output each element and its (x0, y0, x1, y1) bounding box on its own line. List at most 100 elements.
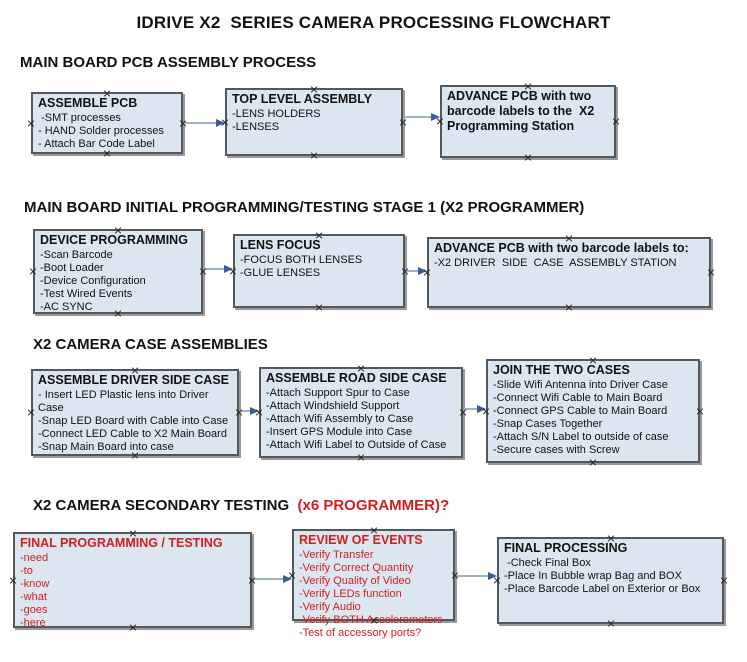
connection-handle-icon (707, 269, 715, 277)
flow-box-final-programming-testing[interactable]: FINAL PROGRAMMING / TESTING -need-to-kno… (13, 529, 252, 631)
flow-box-final-processing[interactable]: FINAL PROCESSING -Check Final Box-Place … (497, 537, 724, 624)
connector-line (240, 410, 252, 412)
section-header-initial-programming: MAIN BOARD INITIAL PROGRAMMING/TESTING S… (24, 199, 584, 216)
box-item: -Attach S/N Label to outside of case (493, 431, 669, 443)
box-item: -Verify Audio (299, 601, 361, 613)
connection-handle-icon (310, 85, 318, 93)
connection-handle-icon (27, 409, 35, 417)
box-item: -Place In Bubble wrap Bag and BOX (504, 570, 682, 582)
box-item: -here (20, 617, 46, 629)
box-item: -SMT processes (38, 112, 121, 124)
connection-handle-icon (129, 623, 137, 631)
connector-arrow[interactable] (404, 113, 440, 121)
box-item: -AC SYNC (40, 301, 93, 313)
connection-handle-icon (524, 82, 532, 90)
box-item: -to (20, 565, 33, 577)
arrowhead-icon (283, 575, 292, 583)
box-title: ADVANCE PCB with two barcode labels to: (434, 241, 689, 255)
connection-handle-icon (255, 409, 263, 417)
connector-line (184, 122, 218, 124)
connection-handle-icon (493, 577, 501, 585)
box-item: -Test of accessory ports? (299, 627, 422, 639)
box-item: - HAND Solder processes (38, 125, 164, 137)
connection-handle-icon (401, 267, 409, 275)
box-items: -LENS HOLDERS-LENSES (232, 108, 397, 134)
box-items: -Attach Support Spur to Case-Attach Wind… (266, 387, 457, 452)
box-item: -Verify Quality of Video (299, 575, 411, 587)
box-items: -need-to-know-what-goes-here (20, 552, 246, 630)
connection-handle-icon (310, 151, 318, 159)
connector-arrow[interactable] (253, 575, 292, 583)
flow-box-lens-focus[interactable]: LENS FOCUS -FOCUS BOTH LENSES-GLUE LENSE… (233, 234, 405, 308)
box-title: ADVANCE PCB with two barcode labels to t… (447, 89, 598, 133)
connection-handle-icon (399, 118, 407, 126)
flow-box-advance-pcb-driver-side-station[interactable]: ADVANCE PCB with two barcode labels to: … (427, 237, 711, 308)
flow-box-device-programming[interactable]: DEVICE PROGRAMMING -Scan Barcode-Boot Lo… (33, 229, 203, 314)
box-items: -Slide Wifi Antenna into Driver Case-Con… (493, 379, 694, 457)
connection-handle-icon (696, 407, 704, 415)
connector-arrow[interactable] (184, 119, 225, 127)
flow-box-advance-pcb-programming-station[interactable]: ADVANCE PCB with two barcode labels to t… (440, 85, 616, 158)
box-item: -Check Final Box (504, 557, 591, 569)
box-item: -Boot Loader (40, 262, 104, 274)
connection-handle-icon (103, 89, 111, 97)
box-title: JOIN THE TWO CASES (493, 363, 630, 377)
connection-handle-icon (370, 526, 378, 534)
flow-box-assemble-driver-side-case[interactable]: ASSEMBLE DRIVER SIDE CASE - Insert LED P… (31, 369, 239, 456)
section-header-pcb-assembly: MAIN BOARD PCB ASSEMBLY PROCESS (20, 54, 316, 71)
box-items: -FOCUS BOTH LENSES-GLUE LENSES (240, 254, 399, 280)
flow-box-assemble-pcb[interactable]: ASSEMBLE PCB -SMT processes- HAND Solder… (31, 92, 183, 154)
box-title: DEVICE PROGRAMMING (40, 233, 188, 247)
box-item: -need (20, 552, 49, 564)
connector-line (406, 270, 420, 272)
connection-handle-icon (524, 153, 532, 161)
box-title: LENS FOCUS (240, 238, 321, 252)
flow-box-top-level-assembly[interactable]: TOP LEVEL ASSEMBLY -LENS HOLDERS-LENSES (225, 88, 403, 156)
connection-handle-icon (29, 268, 37, 276)
box-item: -LENS HOLDERS (232, 108, 321, 120)
connection-handle-icon (129, 529, 137, 537)
box-title: FINAL PROCESSING (504, 541, 628, 555)
connection-handle-icon (357, 364, 365, 372)
connection-handle-icon (589, 458, 597, 466)
connector-arrow[interactable] (456, 572, 497, 580)
box-item: -Insert GPS Module into Case (266, 426, 413, 438)
connection-handle-icon (199, 268, 207, 276)
connection-handle-icon (436, 118, 444, 126)
connection-handle-icon (315, 231, 323, 239)
flow-box-review-of-events[interactable]: REVIEW OF EVENTS -Verify Transfer-Verify… (292, 526, 455, 639)
connection-handle-icon (288, 571, 296, 579)
box-item: -Connect Wifi Cable to Main Board (493, 392, 663, 404)
connection-handle-icon (607, 534, 615, 542)
box-item: -goes (20, 604, 48, 616)
section-header-case-assemblies: X2 CAMERA CASE ASSEMBLIES (33, 336, 268, 353)
box-item: -Snap Cases Together (493, 418, 603, 430)
connection-handle-icon (103, 149, 111, 157)
flow-box-join-the-two-cases[interactable]: JOIN THE TWO CASES -Slide Wifi Antenna i… (486, 359, 700, 463)
connection-handle-icon (114, 309, 122, 317)
box-item: -Test Wired Events (40, 288, 133, 300)
box-item: -Secure cases with Screw (493, 444, 620, 456)
connection-handle-icon (248, 576, 256, 584)
box-item: - Attach Bar Code Label (38, 138, 155, 150)
page-title: IDRIVE X2 SERIES CAMERA PROCESSING FLOWC… (136, 13, 611, 32)
box-item: -Attach Windshield Support (266, 400, 400, 412)
connector-line (456, 575, 490, 577)
connection-handle-icon (357, 453, 365, 461)
connection-handle-icon (9, 576, 17, 584)
box-title: ASSEMBLE ROAD SIDE CASE (266, 371, 447, 385)
section-header-text: X2 CAMERA SECONDARY TESTING (33, 497, 294, 514)
flow-box-assemble-road-side-case[interactable]: ASSEMBLE ROAD SIDE CASE -Attach Support … (259, 367, 463, 458)
box-title: REVIEW OF EVENTS (299, 533, 423, 547)
box-item: -Verify LEDs function (299, 588, 402, 600)
box-item: - Insert LED Plastic lens into Driver Ca… (38, 389, 212, 414)
box-title: TOP LEVEL ASSEMBLY (232, 92, 373, 106)
connector-line (404, 116, 433, 118)
connection-handle-icon (720, 577, 728, 585)
box-item: -Slide Wifi Antenna into Driver Case (493, 379, 668, 391)
section-header-text: X2 CAMERA CASE ASSEMBLIES (33, 336, 268, 353)
box-item: -know (20, 578, 50, 590)
box-item: -Connect LED Cable to X2 Main Board (38, 428, 227, 440)
connection-handle-icon (589, 356, 597, 364)
